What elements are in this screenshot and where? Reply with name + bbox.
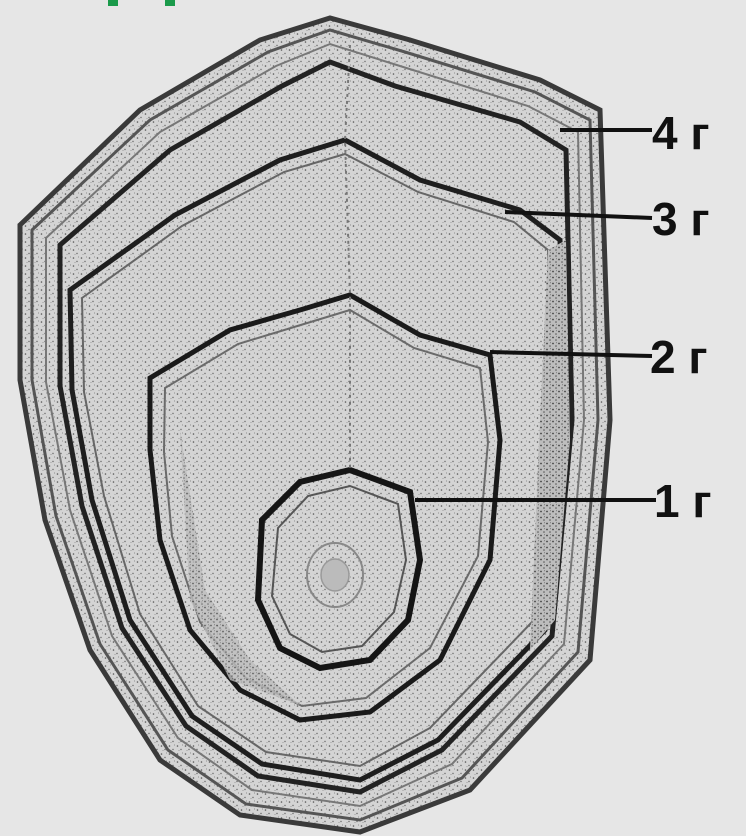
label-ring-3: 3 г: [652, 196, 710, 242]
label-ring-4: 4 г: [652, 110, 710, 156]
label-ring-2: 2 г: [650, 334, 708, 380]
label-ring-1: 1 г: [654, 478, 712, 524]
top-cropped-heading: [0, 0, 746, 8]
